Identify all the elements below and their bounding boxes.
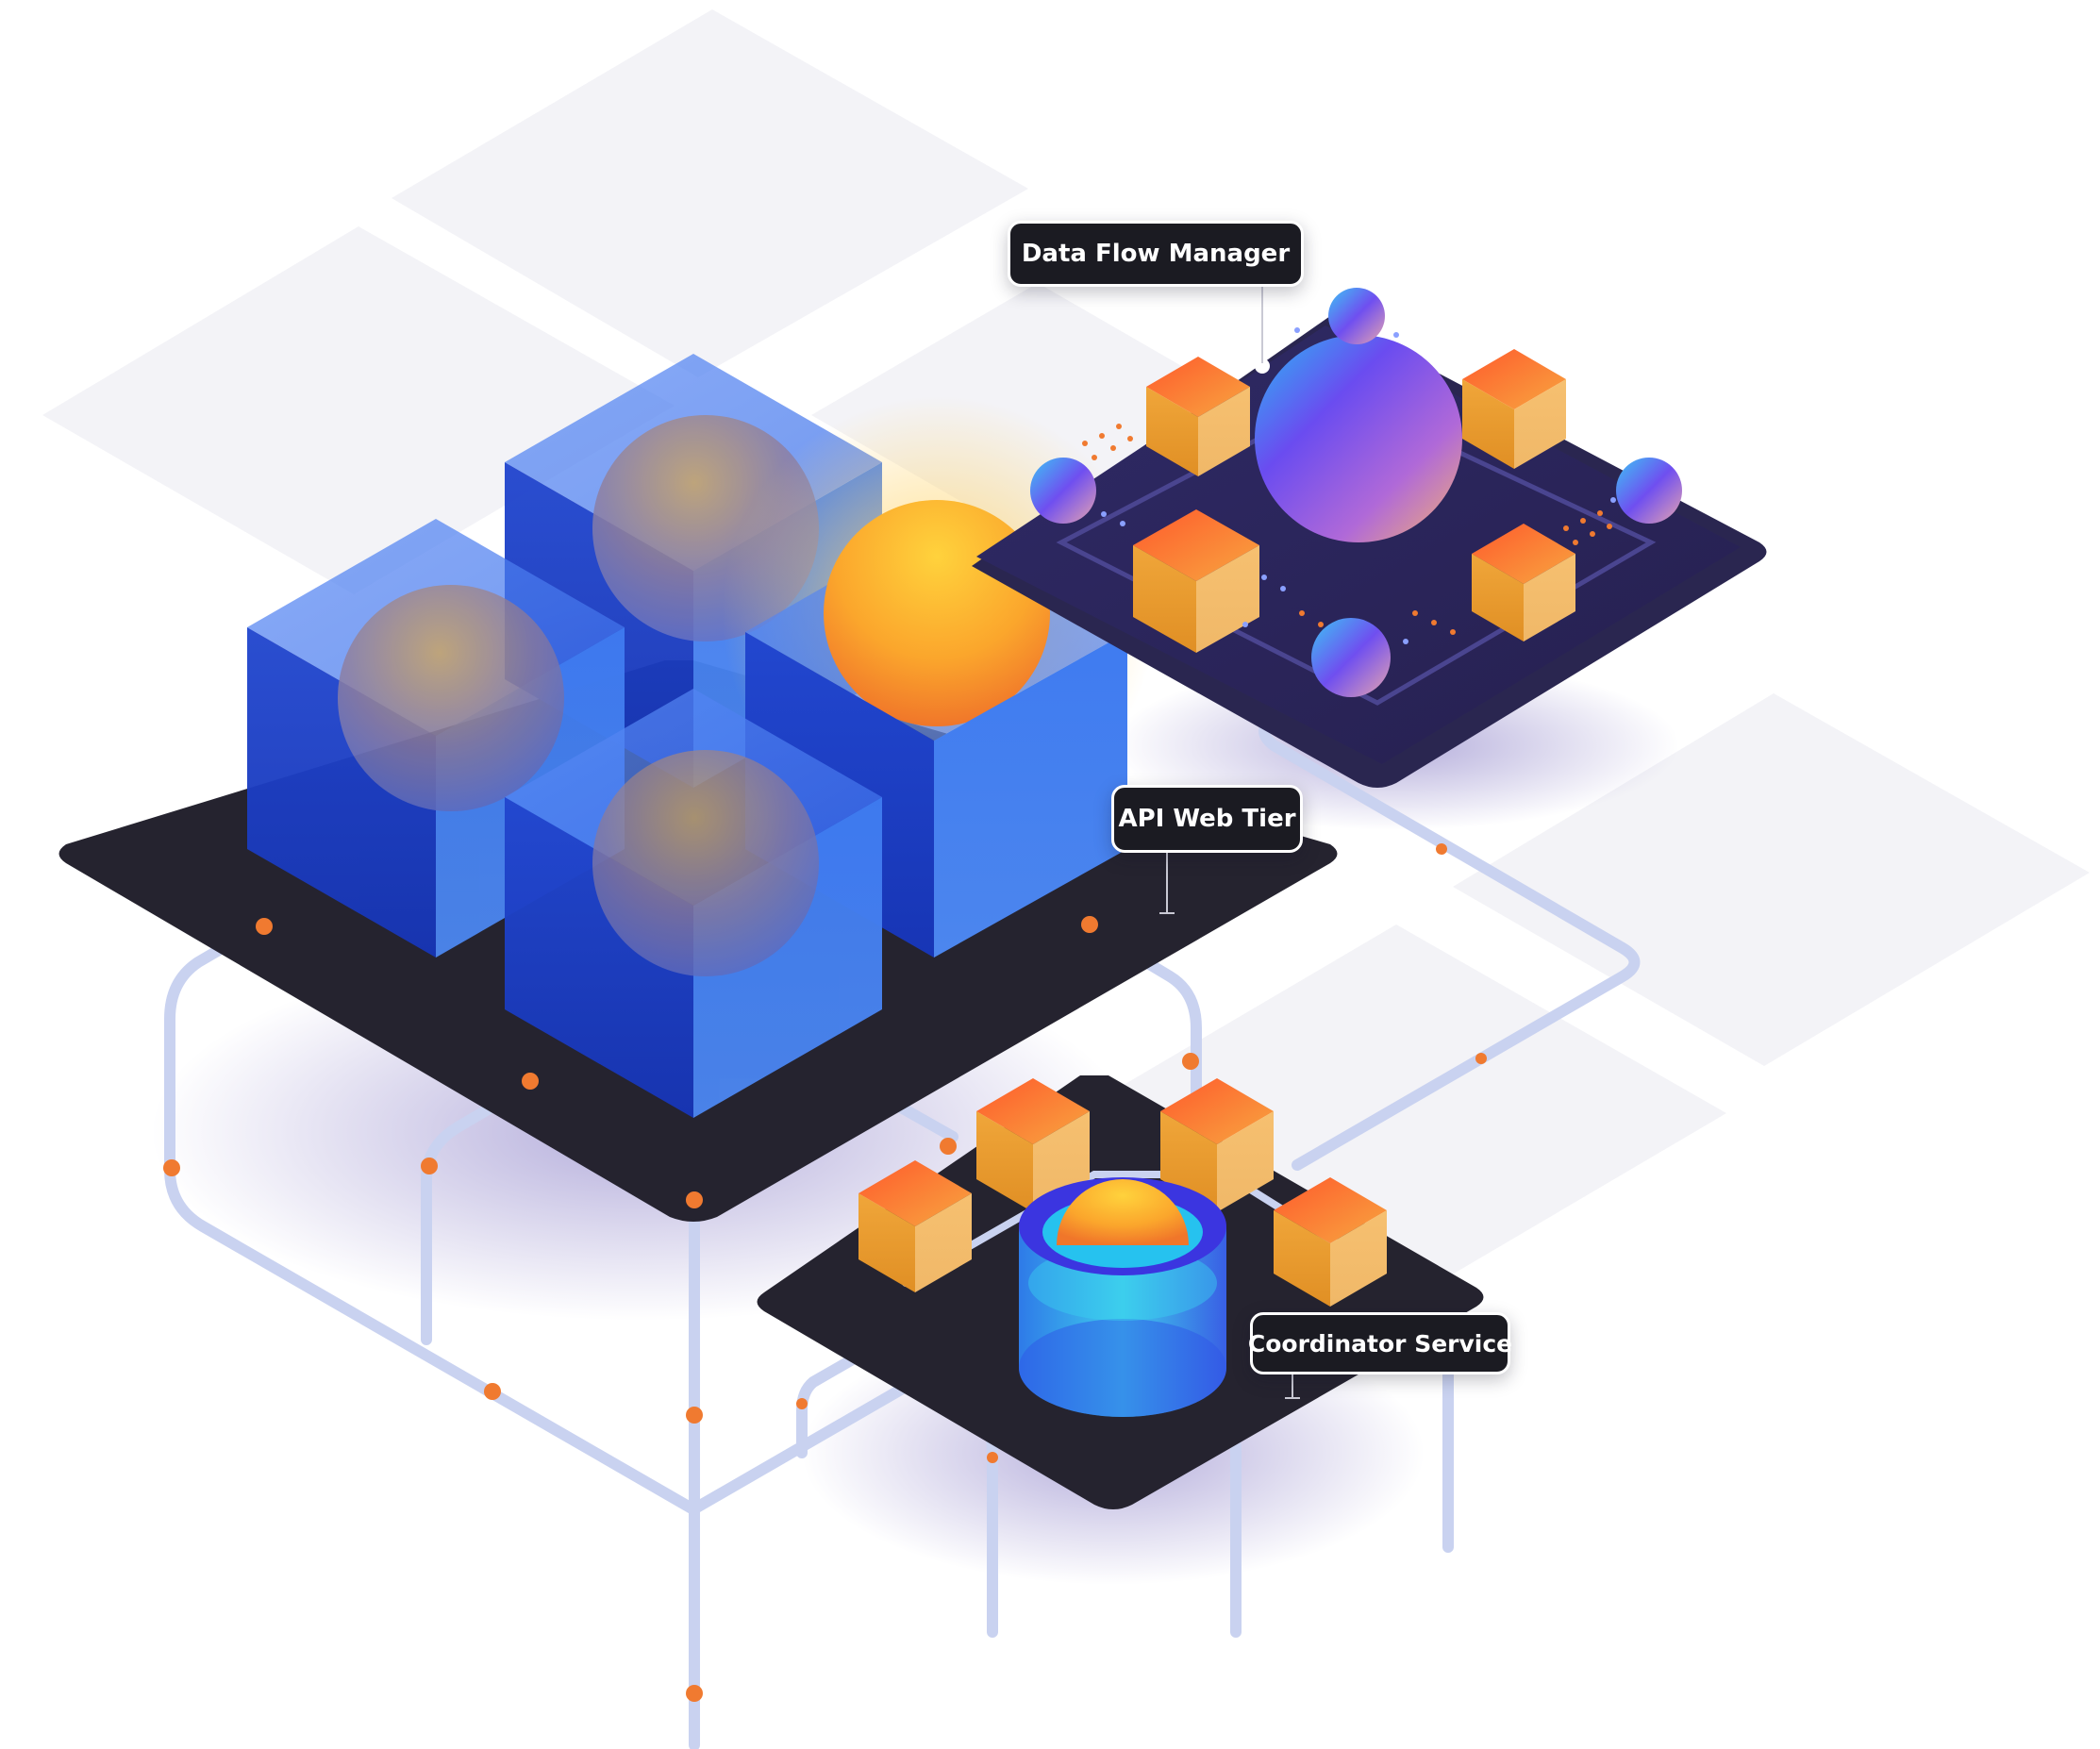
ghost-tile <box>42 226 675 594</box>
data-flow-manager-text: Data Flow Manager <box>1021 240 1291 268</box>
ghost-tile <box>1075 924 1726 1302</box>
data-flow-manager-label: Data Flow Manager <box>1008 221 1304 287</box>
sphere-icon <box>1328 288 1385 344</box>
cube-icon <box>1274 1177 1387 1307</box>
database-cylinder-icon <box>1019 1177 1226 1417</box>
sphere-icon <box>1616 458 1682 524</box>
cube-icon <box>1146 357 1250 476</box>
coordinator-service-text: Coordinator Service <box>1247 1329 1513 1358</box>
sphere-icon <box>1311 618 1391 697</box>
sphere-icon <box>1030 458 1096 524</box>
cube-icon <box>1160 1078 1274 1212</box>
pipe <box>164 886 699 1515</box>
cube-icon <box>976 1078 1090 1212</box>
ghost-tile <box>392 9 1028 377</box>
label-anchor <box>1255 358 1270 374</box>
sphere-icon <box>1255 335 1462 542</box>
pipe <box>421 1051 583 1345</box>
pipe <box>1046 900 1202 1232</box>
background-tiles <box>42 9 2090 1302</box>
pipe <box>796 1273 999 1458</box>
cube-icon <box>1472 524 1575 641</box>
api-web-tier-label: API Web Tier <box>1111 785 1303 853</box>
api-web-tier-text: API Web Tier <box>1118 805 1296 833</box>
cube-icon <box>1462 349 1566 469</box>
blue-cube <box>505 689 882 1118</box>
coordinator-service-label: Coordinator Service <box>1247 1312 1513 1374</box>
ghost-tile <box>1453 693 2090 1066</box>
cube-icon <box>858 1160 972 1292</box>
sphere-icon <box>592 750 819 976</box>
sphere-icon <box>338 585 564 811</box>
